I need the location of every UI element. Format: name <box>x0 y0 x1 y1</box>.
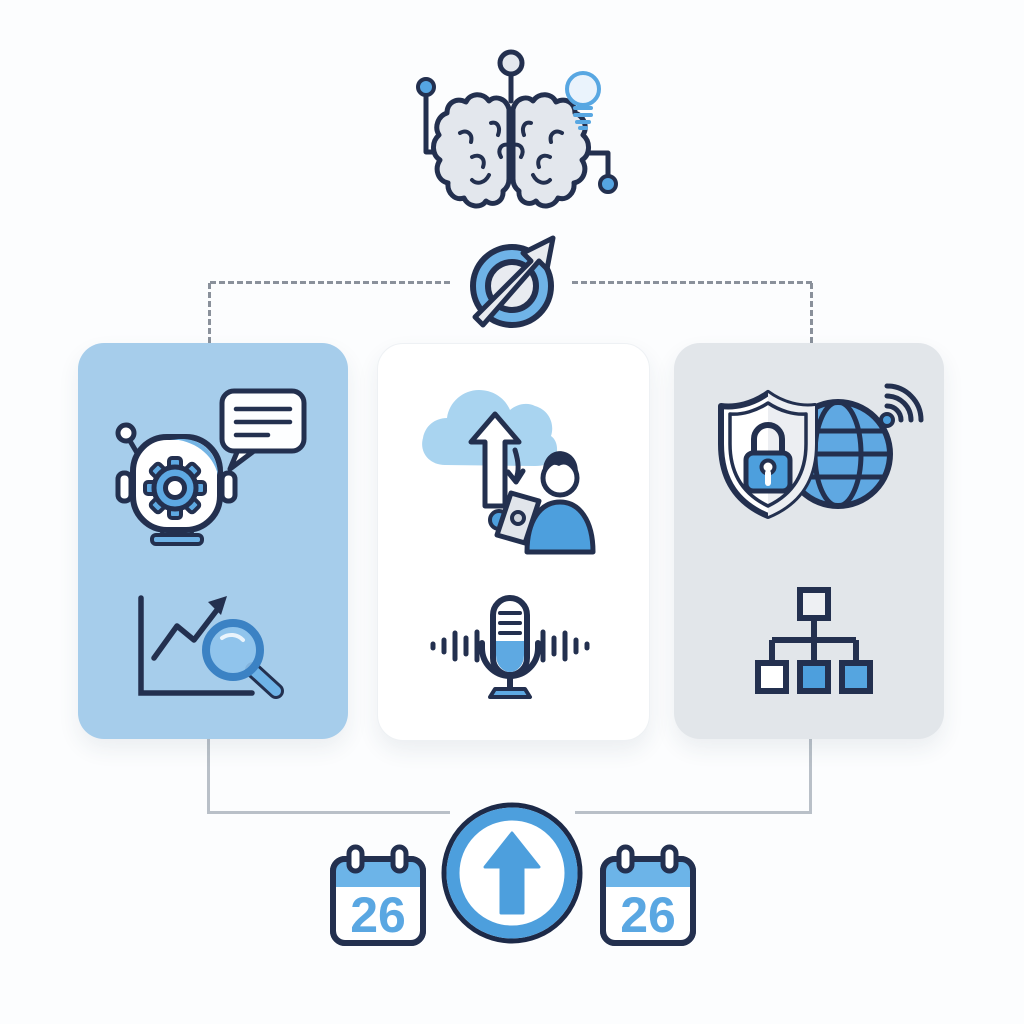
circuit-left-dot <box>416 77 436 97</box>
network-hierarchy-icon <box>755 587 873 694</box>
person-tablet-icon <box>488 451 596 555</box>
speech-bubble-icon <box>219 388 307 472</box>
dashed-connector-left <box>210 281 450 284</box>
magnifier-icon <box>202 619 284 699</box>
solid-connector-left-drop <box>207 738 210 814</box>
node-left <box>755 660 789 694</box>
arrow-up-circle-icon <box>441 802 583 944</box>
trend-arrowhead <box>208 596 227 615</box>
circuit-right-dot <box>598 174 618 194</box>
wifi-signal-icon <box>879 383 924 428</box>
gear-icon <box>143 456 207 520</box>
chatbot-icon <box>115 388 307 546</box>
cloud-upload-user-icon <box>422 390 596 555</box>
sound-wave-left <box>430 629 480 663</box>
up-arrow <box>483 831 541 915</box>
person-hair <box>542 451 578 478</box>
node-mid <box>797 660 831 694</box>
upload-arrow <box>468 411 526 509</box>
brain-stem-node <box>497 49 525 77</box>
growth-arrow-circle-icon <box>470 235 556 328</box>
brain-hemisphere <box>431 92 512 209</box>
voice-microphone-icon <box>430 595 590 699</box>
solid-connector-right <box>575 811 812 814</box>
dashed-connector-left-drop <box>208 283 211 343</box>
trend-line <box>151 603 223 661</box>
dashed-connector-right-drop <box>810 283 813 343</box>
circuit-right-line <box>579 150 611 178</box>
sound-wave-right <box>540 629 590 663</box>
calendar-right-icon: 26 <box>600 844 696 946</box>
analytics-chart-magnifier-icon <box>138 595 284 699</box>
microphone <box>479 595 541 699</box>
ai-brain-circuit-icon <box>416 49 618 220</box>
chart-axes <box>138 595 255 696</box>
lightbulb-icon <box>565 71 601 130</box>
node-top <box>797 587 831 621</box>
dashed-connector-right <box>572 281 812 284</box>
node-right <box>839 660 873 694</box>
antenna-tip <box>115 422 137 444</box>
solid-connector-left <box>207 811 450 814</box>
diagonal-arrow <box>472 235 556 328</box>
solid-connector-right-drop <box>809 738 812 814</box>
calendar-right-day: 26 <box>620 887 676 943</box>
calendar-left-icon: 26 <box>330 844 426 946</box>
head-accent <box>170 439 218 475</box>
shield-lock-icon <box>718 390 818 519</box>
calendar-left-day: 26 <box>350 887 406 943</box>
shield-lock-globe-icon <box>718 383 924 519</box>
